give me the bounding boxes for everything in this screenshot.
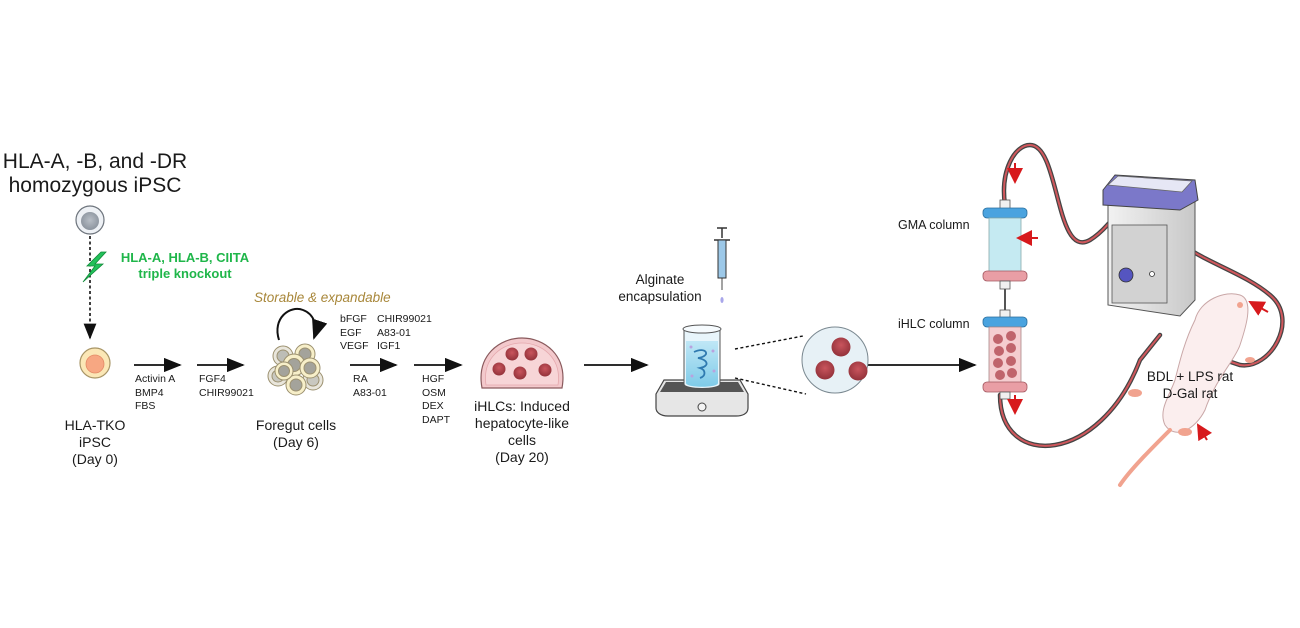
zoom-dashed-line-bottom — [734, 377, 807, 395]
beaker-icon — [682, 324, 722, 389]
factor: IGF1 — [377, 340, 401, 352]
title-line-1: HLA-A, -B, and -DR — [2, 150, 188, 173]
lightning-bolt-icon — [82, 251, 107, 283]
factor: Activin A — [135, 373, 176, 385]
foregut-cell-cluster-icon — [267, 343, 324, 396]
factor: BMP4 — [135, 386, 164, 399]
ihlc-line-3: cells — [507, 432, 536, 448]
factor: EGF — [340, 326, 362, 339]
tko-line-3: (Day 0) — [72, 451, 118, 467]
zoom-dashed-line-top — [734, 335, 804, 350]
ihlc-dish-icon — [480, 337, 564, 389]
factor: VEGF — [340, 340, 369, 352]
encapsulation-line-1: Alginate — [635, 272, 685, 287]
alginate-encapsulation-label: Alginate encapsulation — [610, 271, 710, 305]
ihlc-line-2: hepatocyte-like — [474, 415, 570, 431]
factor: RA — [353, 373, 368, 385]
factor: HGF — [422, 373, 445, 385]
perfusion-pump-icon — [1102, 174, 1199, 317]
factor: DEX — [422, 400, 444, 412]
factor: bFGF — [340, 313, 367, 325]
hla-tko-ipsc-cell-icon — [79, 347, 111, 379]
knockout-line-2: triple knockout — [138, 266, 232, 281]
factor: A83-01 — [353, 386, 387, 399]
knockout-line-1: HLA-A, HLA-B, CIITA — [120, 250, 250, 265]
homozygous-ipsc-cell-icon — [75, 205, 105, 235]
syringe-icon — [714, 227, 730, 303]
factor: CHIR99021 — [199, 386, 254, 399]
rat-line-2: D-Gal rat — [1162, 386, 1218, 401]
tko-line-2: iPSC — [79, 434, 111, 450]
title-line-2: homozygous iPSC — [8, 174, 182, 197]
ihlc-line-1: iHLCs: Induced — [474, 398, 570, 414]
factor: CHIR99021 — [377, 313, 432, 325]
gma-column-label: GMA column — [898, 218, 970, 232]
ihlc-line-4: (Day 20) — [495, 449, 549, 465]
storable-expandable-note: Storable & expandable — [254, 290, 391, 305]
encapsulation-line-2: encapsulation — [618, 289, 702, 304]
factor: DAPT — [422, 413, 451, 426]
rat-line-1: BDL + LPS rat — [1146, 369, 1234, 384]
foregut-line-1: Foregut cells — [255, 417, 337, 433]
self-renewal-arrow-icon — [276, 307, 328, 341]
flow-arrow-rat-in — [1196, 423, 1213, 442]
alginate-capsule-icon — [801, 326, 869, 394]
gma-column-icon — [982, 199, 1028, 310]
foregut-label: Foregut cells(Day 6) — [244, 417, 348, 451]
magnetic-stirrer-icon — [655, 379, 749, 417]
factor: OSM — [422, 386, 446, 399]
ihlc-column-icon — [982, 309, 1028, 400]
ihlc-column-label: iHLC column — [898, 317, 970, 331]
factor: FGF4 — [199, 373, 226, 385]
flow-arrow-rat-return — [1248, 301, 1269, 316]
factor: FBS — [135, 400, 156, 412]
factor: A83-01 — [377, 326, 411, 339]
tko-line-1: HLA-TKO — [64, 417, 126, 433]
rat-icon — [1118, 293, 1255, 487]
foregut-line-2: (Day 6) — [273, 434, 319, 450]
